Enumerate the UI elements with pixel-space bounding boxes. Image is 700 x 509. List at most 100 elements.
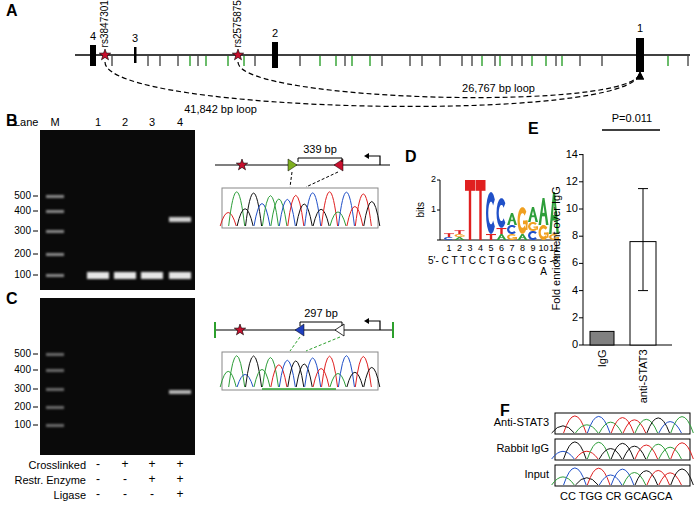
panel-letter: C (6, 290, 18, 308)
gel-image (46, 195, 64, 277)
site-tick (545, 56, 547, 66)
site-tick (189, 56, 191, 66)
axis-title: Fold enrichment over IgG (550, 186, 563, 310)
sequence-logo (437, 180, 561, 240)
panel-letter: A (6, 2, 18, 20)
snp-id: rs2575875 (232, 0, 244, 47)
site-tick (422, 56, 423, 66)
bar-chart (579, 236, 583, 237)
gene-track (134, 47, 137, 63)
fragment-size: 339 bp (303, 143, 337, 156)
condition-sign: + (176, 473, 183, 487)
panel-letter: D (405, 148, 417, 166)
3c-schematic (271, 365, 287, 387)
3c-schematic (220, 356, 380, 387)
gel-image (169, 217, 191, 222)
3c-schematic (279, 199, 295, 226)
3c-schematic (368, 321, 380, 330)
3c-schematic (306, 172, 338, 187)
chromatogram (647, 418, 670, 433)
trace-label: Input (525, 468, 549, 481)
3c-schematic (237, 374, 253, 387)
gene-track (90, 45, 96, 66)
site-tick (148, 56, 149, 66)
lane-label: 2 (122, 116, 128, 129)
sequence-logo (521, 237, 525, 239)
3c-schematic (347, 206, 363, 226)
3c-schematic (305, 193, 321, 226)
gel-image (46, 253, 64, 256)
bar-chart (579, 130, 672, 345)
lane-label: 3 (149, 116, 155, 129)
bar-chart (579, 263, 583, 264)
bar-chart (602, 129, 660, 131)
exon-number: 3 (132, 32, 138, 45)
sequence-logo (458, 230, 460, 234)
3c-schematic (220, 192, 380, 226)
chromatogram (575, 451, 598, 459)
3c-schematic (313, 209, 329, 226)
bar-chart (579, 181, 583, 182)
gel-image (46, 406, 64, 409)
sequence-logo (497, 234, 507, 240)
chromatogram (599, 449, 622, 459)
gene-track (75, 42, 690, 68)
condition-label: Restr. Enzyme (14, 474, 86, 487)
gel-image (46, 388, 64, 391)
chromatogram (611, 469, 634, 485)
3c-schematic (290, 172, 292, 187)
fragment-size: 297 bp (304, 307, 338, 320)
sequence-logo (547, 233, 549, 238)
axis-tick: 2 (431, 174, 436, 184)
condition-sign: - (96, 488, 100, 502)
3c-schematic (296, 204, 312, 226)
site-tick (205, 56, 207, 66)
sequence-logo (531, 215, 535, 217)
gel-image (33, 130, 195, 290)
position-number: 9 (530, 243, 535, 253)
site-tick (688, 56, 689, 66)
3c-schematic (220, 371, 236, 387)
gel-image (33, 298, 195, 455)
chromatogram (623, 446, 646, 459)
gel-image (33, 354, 38, 355)
site-tick (198, 56, 199, 66)
gene-track (75, 54, 690, 56)
site-tick (345, 56, 346, 66)
3c-schematic (215, 153, 390, 228)
axis-tick: 14 (566, 148, 578, 161)
chromatogram (611, 418, 634, 433)
gel-image (33, 425, 38, 426)
gel-image (46, 210, 64, 213)
position-number: 8 (520, 243, 525, 253)
site-tick (481, 56, 483, 66)
chromatogram (552, 442, 694, 459)
chromatogram (647, 470, 670, 485)
condition-sign: - (123, 488, 127, 502)
3c-schematic (347, 372, 363, 387)
3c-schematic (306, 337, 340, 351)
3c-schematic (330, 212, 346, 226)
exon-rect (636, 38, 644, 72)
3c-schematic (335, 324, 344, 336)
bar-chart (579, 154, 583, 155)
chromatogram (659, 447, 682, 459)
lane-label: 4 (177, 116, 183, 129)
chromatogram (623, 473, 646, 485)
position-number: 6 (499, 243, 504, 253)
site-tick (243, 56, 245, 66)
sequence-text: CC TGG CR GCAGCA (560, 490, 672, 503)
sequence-logo (458, 238, 462, 239)
snp-marker: rs2575875 (229, 0, 247, 62)
position-number: 5 (488, 243, 493, 253)
3c-schematic (214, 322, 216, 338)
chromatogram (552, 451, 575, 459)
sequence-logo (437, 240, 440, 241)
site-tick (462, 56, 463, 66)
sequence-logo (444, 180, 559, 240)
loop-connector (105, 62, 640, 106)
sequence-logo (460, 235, 465, 236)
sequence-logo (500, 237, 504, 239)
3c-schematic (298, 158, 342, 162)
